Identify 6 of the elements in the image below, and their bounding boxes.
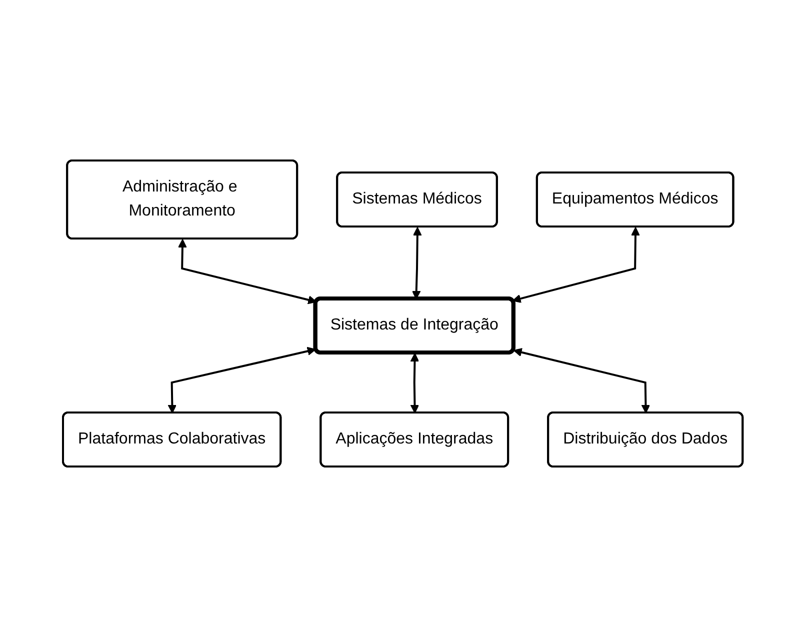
arrow bbox=[410, 353, 420, 414]
arrow bbox=[168, 346, 316, 414]
arrow bbox=[514, 348, 650, 414]
arrow bbox=[412, 227, 422, 300]
arrow bbox=[512, 227, 640, 303]
arrow bbox=[178, 239, 317, 304]
